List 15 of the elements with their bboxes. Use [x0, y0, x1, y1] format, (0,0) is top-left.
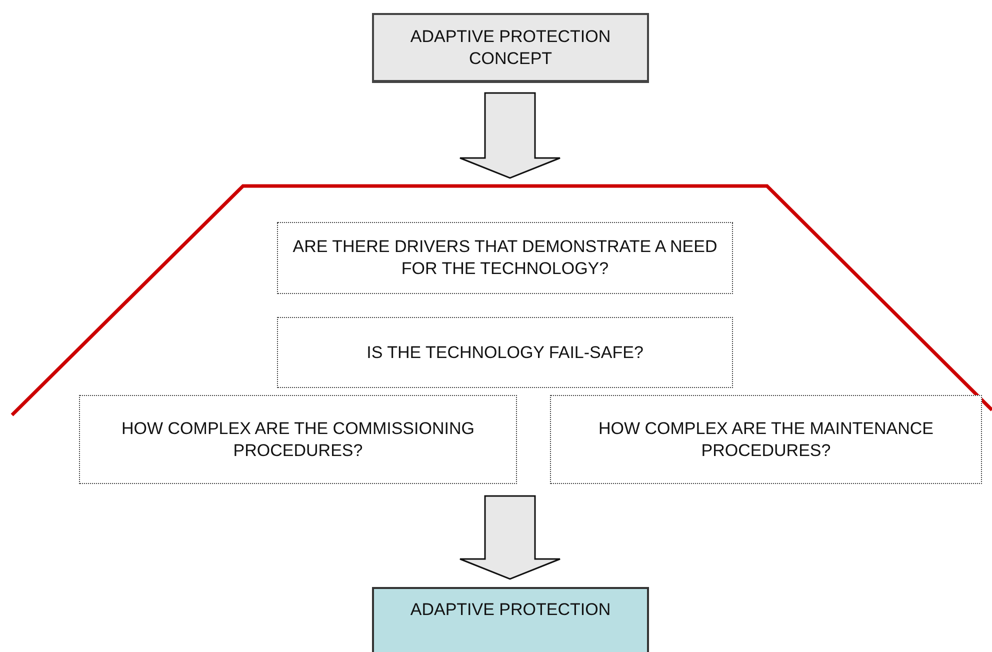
question-box — [277, 222, 733, 294]
process-box — [372, 587, 649, 652]
node-text: HOW COMPLEX ARE THE COMMISSIONING PROCEDURES? — [120, 418, 476, 462]
block-arrow — [459, 495, 561, 580]
node-text: ARE THERE DRIVERS THAT DEMONSTRATE A NEED FOR THE TECHNOLOGY? — [292, 236, 718, 280]
question-box — [550, 395, 982, 484]
node-text: IS THE TECHNOLOGY FAIL-SAFE? — [366, 342, 644, 364]
node-text: HOW COMPLEX ARE THE MAINTENANCE PROCEDURES? — [597, 418, 934, 462]
node-text: ADAPTIVE PROTECTION CONCEPT — [409, 26, 612, 70]
trapezoid-frame — [12, 186, 992, 486]
node-text: ADAPTIVE PROTECTION — [410, 599, 611, 621]
process-box — [372, 13, 649, 83]
question-box — [277, 317, 733, 388]
question-box — [79, 395, 517, 484]
block-arrow — [459, 92, 561, 179]
